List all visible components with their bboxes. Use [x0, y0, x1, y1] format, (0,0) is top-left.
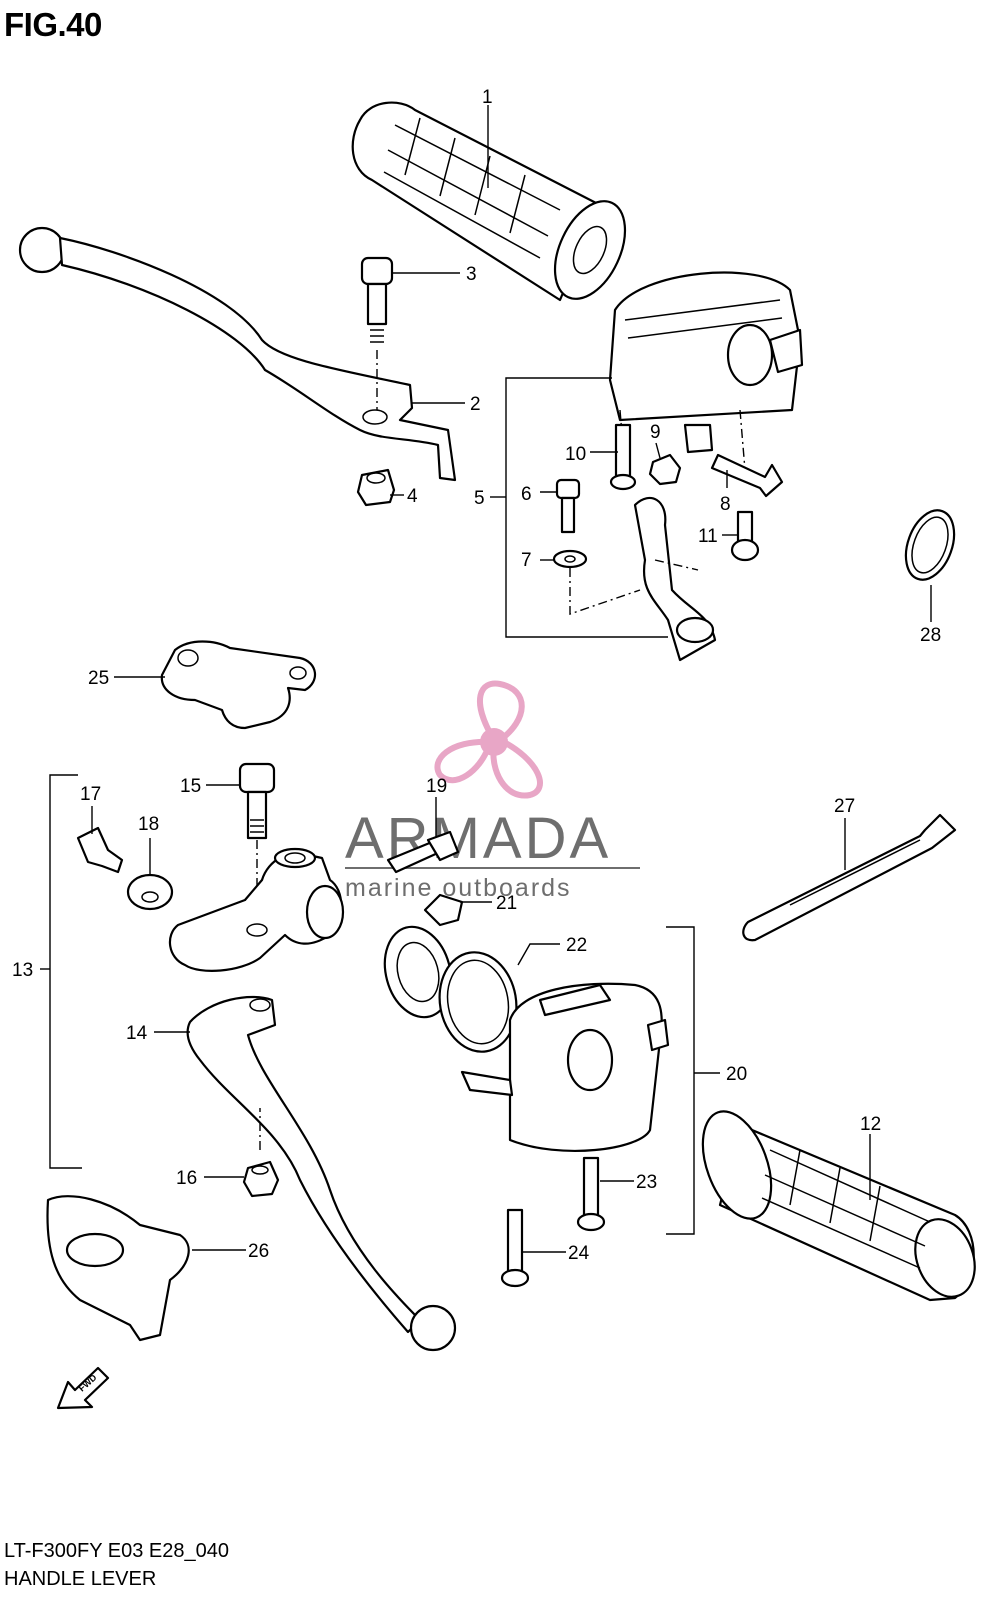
figure-name: HANDLE LEVER — [4, 1568, 157, 1590]
leader-lines — [91, 105, 932, 1253]
callout-3: 3 — [466, 264, 477, 285]
callout-9: 9 — [650, 422, 661, 443]
screw-10 — [609, 423, 637, 491]
screw-23 — [576, 1156, 606, 1232]
switch-lever-upper — [633, 496, 717, 662]
callout-19: 19 — [426, 776, 447, 797]
callout-11: 11 — [698, 526, 718, 547]
lever-boot — [46, 1195, 190, 1342]
callout-6: 6 — [521, 484, 532, 505]
callout-1: 1 — [482, 87, 493, 108]
screw-19 — [386, 830, 460, 874]
forward-arrow-icon: FWD — [56, 1366, 110, 1410]
callout-23: 23 — [636, 1172, 657, 1193]
callout-8: 8 — [720, 494, 731, 515]
switch-housing-lower — [460, 982, 670, 1153]
callout-28: 28 — [920, 625, 941, 646]
grip-right — [701, 1110, 976, 1302]
lever-holder — [168, 847, 345, 972]
callout-26: 26 — [248, 1241, 269, 1262]
callout-20: 20 — [726, 1064, 747, 1085]
callout-labels: 1 2 3 4 5 6 7 8 9 10 11 12 13 14 15 16 1… — [12, 87, 941, 1264]
model-code: LT-F300FY E03 E28_040 — [4, 1540, 229, 1562]
callout-15: 15 — [180, 776, 201, 797]
watermark-brand: ARMADA — [345, 806, 611, 871]
figure-title: FIG.40 — [4, 6, 102, 43]
callout-10: 10 — [565, 444, 586, 465]
callout-25: 25 — [88, 668, 109, 689]
washer-7 — [552, 549, 641, 615]
callout-2: 2 — [470, 394, 481, 415]
screw-6 — [555, 478, 581, 534]
adjuster-17 — [76, 826, 124, 874]
callout-21: 21 — [496, 893, 517, 914]
propeller-logo-icon — [434, 680, 543, 799]
callout-12: 12 — [860, 1114, 881, 1135]
cable-tie — [742, 813, 957, 942]
callout-4: 4 — [407, 486, 418, 507]
clutch-lever — [186, 995, 457, 1352]
lever-bracket — [160, 640, 316, 730]
switch-housing-upper — [608, 271, 804, 471]
callout-13: 13 — [12, 960, 33, 981]
callout-27: 27 — [834, 796, 855, 817]
screw-24 — [500, 1208, 530, 1288]
callout-14: 14 — [126, 1023, 148, 1044]
callout-24: 24 — [568, 1243, 590, 1264]
armada-watermark: ARMADA marine outboards — [345, 680, 640, 902]
brake-lever-upper — [18, 226, 457, 482]
o-ring — [904, 509, 956, 581]
nut-18 — [126, 873, 174, 911]
watermark-tagline: marine outboards — [345, 874, 572, 902]
callout-18: 18 — [138, 814, 159, 835]
callout-5: 5 — [474, 488, 485, 509]
screw-8 — [710, 453, 784, 498]
pivot-bolt-upper — [360, 256, 394, 410]
throttle-housing-ring — [383, 925, 453, 1019]
callout-7: 7 — [521, 550, 532, 571]
nut-9 — [648, 453, 682, 486]
nut-16 — [242, 1108, 280, 1198]
callout-17: 17 — [80, 784, 101, 805]
nut-upper — [356, 468, 396, 507]
clip-21 — [423, 893, 464, 927]
grip-left — [351, 101, 627, 302]
seal-22 — [438, 951, 518, 1053]
callout-16: 16 — [176, 1168, 197, 1189]
callout-22: 22 — [566, 935, 587, 956]
screw-11 — [730, 510, 760, 562]
